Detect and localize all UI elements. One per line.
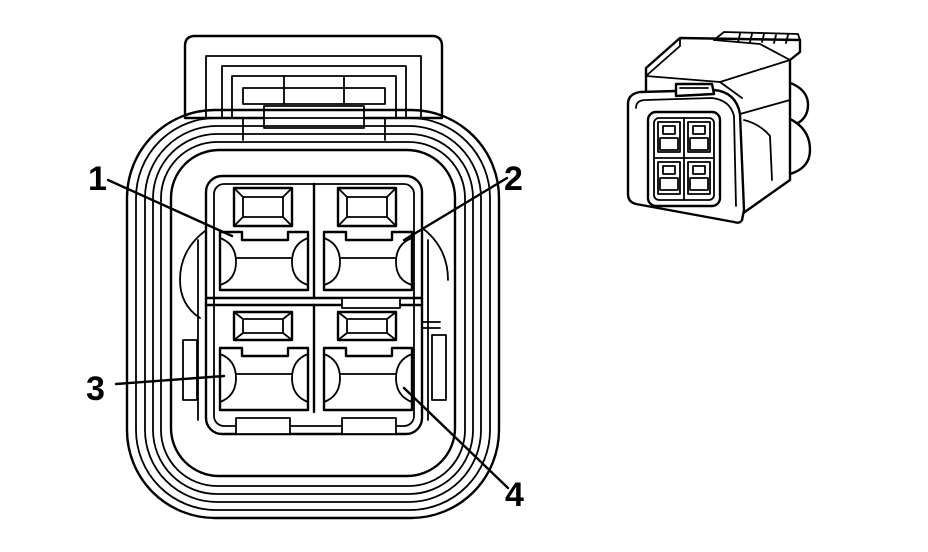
callout-label-4: 4 (505, 476, 524, 514)
callout-label-1: 1 (88, 160, 107, 198)
connector-perspective-view (626, 31, 812, 224)
leader-line-3 (114, 374, 226, 386)
terminal-cavity-2 (322, 186, 414, 292)
connector-body-outline (125, 108, 501, 520)
leader-line-4 (402, 386, 510, 490)
connector-face-view: 1 2 3 4 (86, 34, 524, 520)
leader-line-2 (402, 176, 509, 242)
locking-tab (183, 34, 444, 141)
terminal-cavity-1 (218, 186, 310, 292)
leader-line-1 (106, 178, 234, 238)
callout-label-3: 3 (86, 370, 105, 408)
terminal-cavity-4 (322, 310, 414, 412)
terminal-cavity-3 (218, 310, 310, 412)
callout-label-2: 2 (504, 160, 523, 198)
